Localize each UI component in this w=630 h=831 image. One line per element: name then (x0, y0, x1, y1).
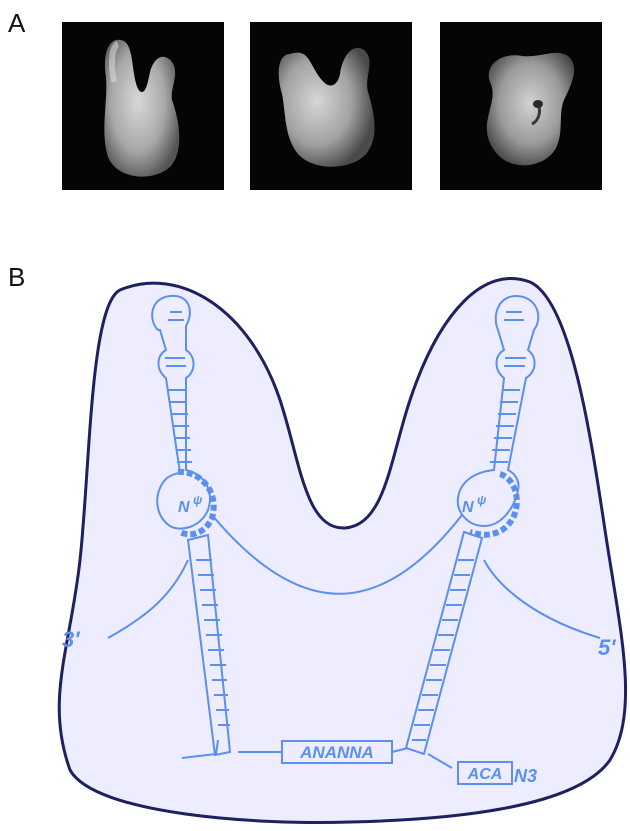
label-5prime: 5' (598, 635, 616, 660)
em-reconstruction-view-1 (62, 22, 224, 190)
n3-label: N3 (514, 766, 537, 786)
em-reconstruction-view-3 (440, 22, 602, 190)
pocket-left-label: N (178, 499, 190, 516)
pocket-right-label: N (462, 499, 474, 516)
pocket-right-sup: ψ (477, 493, 487, 507)
em-reconstruction-view-2 (250, 22, 412, 190)
pocket-left-sup: ψ (193, 493, 203, 507)
box-h-label: ANANNA (299, 743, 374, 762)
label-3prime: 3' (62, 627, 80, 652)
hca-rnp-diagram: 3' 5' ANANNA ACA N3 N ψ N ψ (0, 270, 630, 831)
panel-a-label: A (8, 8, 25, 39)
box-aca-label: ACA (467, 766, 503, 783)
